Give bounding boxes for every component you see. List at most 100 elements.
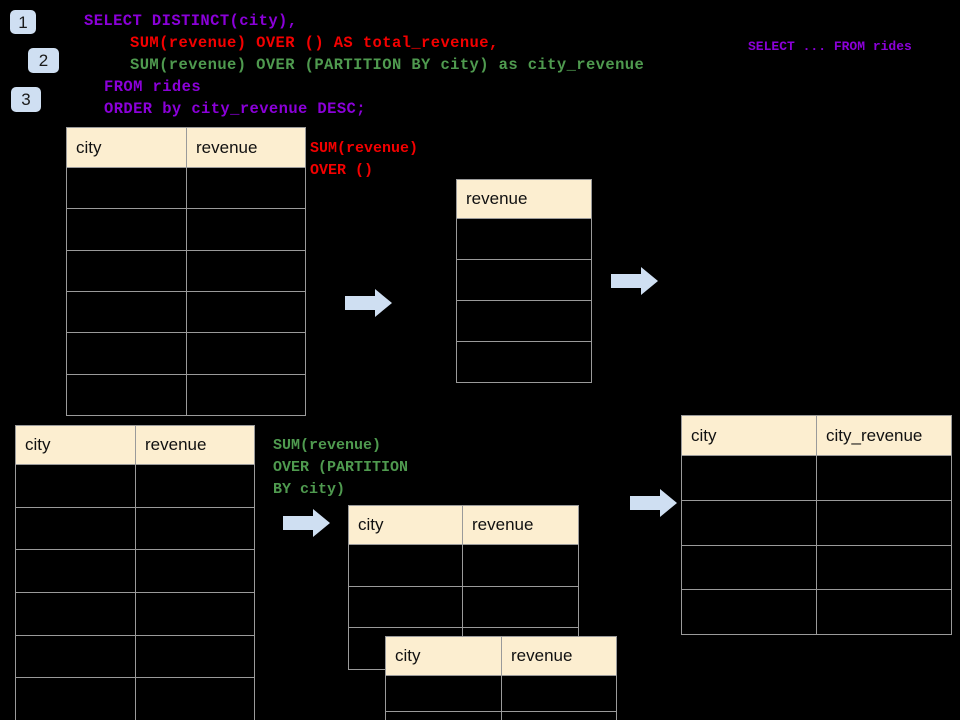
table-cell-empty [681, 589, 817, 635]
side-note-select-from: SELECT ... FROM rides [748, 39, 912, 54]
table-row [66, 373, 306, 416]
table-total-revenue: revenue [456, 179, 592, 383]
table-cell-empty [385, 675, 502, 712]
table-row [66, 290, 306, 334]
sql-query-block: SELECT DISTINCT(city), SUM(revenue) OVER … [84, 12, 644, 122]
table-cell-empty [186, 332, 306, 375]
table-cell-empty [15, 634, 136, 679]
step-badge-3: 3 [11, 87, 41, 112]
table-row [456, 300, 592, 342]
table-row [456, 341, 592, 383]
table-row [681, 544, 952, 591]
table-row [385, 675, 617, 712]
table-row [456, 259, 592, 301]
table-row [348, 585, 579, 629]
column-header-city: city [385, 636, 502, 676]
table-row [15, 634, 255, 679]
table-cell-empty [15, 549, 136, 593]
table-row [15, 677, 255, 720]
column-header-city: city [15, 425, 136, 465]
table-cell-empty [456, 259, 592, 301]
table-cell-empty [135, 549, 255, 593]
table-cell-empty [456, 218, 592, 260]
table-row [66, 166, 306, 210]
table-row [681, 499, 952, 546]
table-cell-empty [681, 544, 817, 591]
column-header-city: city [681, 415, 817, 456]
table-cell-empty [66, 332, 187, 375]
table-cell-empty [135, 506, 255, 551]
table-cell-empty [66, 166, 187, 210]
table-cell-empty [462, 585, 579, 629]
table-cell-empty [348, 585, 463, 629]
column-header-city_revenue: city_revenue [816, 415, 952, 456]
table-cell-empty [816, 455, 952, 501]
table-cell-empty [816, 544, 952, 591]
table-cell-empty [15, 677, 136, 720]
arrow-bottom-left-icon [283, 508, 331, 538]
table-row [456, 218, 592, 260]
table-cell-empty [501, 675, 617, 712]
table-row [66, 249, 306, 292]
table-row [15, 549, 255, 593]
table-cell-empty [66, 373, 187, 416]
table-header-row: revenue [456, 179, 592, 219]
annotation-over-partition: SUM(revenue) OVER (PARTITION BY city) [273, 437, 409, 498]
table-cell-empty [456, 300, 592, 342]
table-row [385, 710, 617, 720]
sql-line-5: ORDER by city_revenue DESC; [104, 100, 366, 118]
table-row [681, 589, 952, 635]
table-cell-empty [15, 506, 136, 551]
table-cell-empty [66, 290, 187, 334]
column-header-revenue: revenue [135, 425, 255, 465]
sql-line-1: SELECT DISTINCT(city), [84, 12, 298, 30]
column-header-city: city [348, 505, 463, 545]
table-cell-empty [456, 341, 592, 383]
table-row [15, 506, 255, 551]
annotation-over-empty: SUM(revenue) OVER () [310, 140, 419, 179]
table-cell-empty [135, 591, 255, 636]
table-row [15, 591, 255, 636]
table-cell-empty [186, 208, 306, 251]
table-cell-empty [186, 249, 306, 292]
arrow-top-left-icon [345, 288, 393, 318]
table-cell-empty [348, 544, 463, 587]
table-cell-empty [135, 677, 255, 720]
table-cell-empty [816, 499, 952, 546]
sql-line-3: SUM(revenue) OVER (PARTITION BY city) as… [130, 56, 645, 74]
table-cell-empty [15, 464, 136, 508]
table-cell-empty [186, 373, 306, 416]
table-row [681, 455, 952, 501]
table-cell-empty [816, 589, 952, 635]
table-row [66, 332, 306, 375]
table-cell-empty [186, 166, 306, 210]
table-row [348, 544, 579, 587]
column-header-revenue: revenue [186, 127, 306, 168]
step-badge-2: 2 [28, 48, 59, 73]
column-header-revenue: revenue [456, 179, 592, 219]
table-cell-empty [385, 710, 502, 720]
sql-line-4: FROM rides [104, 78, 202, 96]
column-header-city: city [66, 127, 187, 168]
table-cell-empty [66, 249, 187, 292]
table-row [15, 464, 255, 508]
arrow-bottom-right-icon [630, 488, 678, 518]
table-cell-empty [66, 208, 187, 251]
table-cell-empty [681, 455, 817, 501]
table-cell-empty [501, 710, 617, 720]
column-header-revenue: revenue [462, 505, 579, 545]
table-cell-empty [15, 591, 136, 636]
step-badge-1: 1 [10, 10, 36, 34]
table-cell-empty [681, 499, 817, 546]
arrow-top-right-icon [611, 266, 659, 296]
